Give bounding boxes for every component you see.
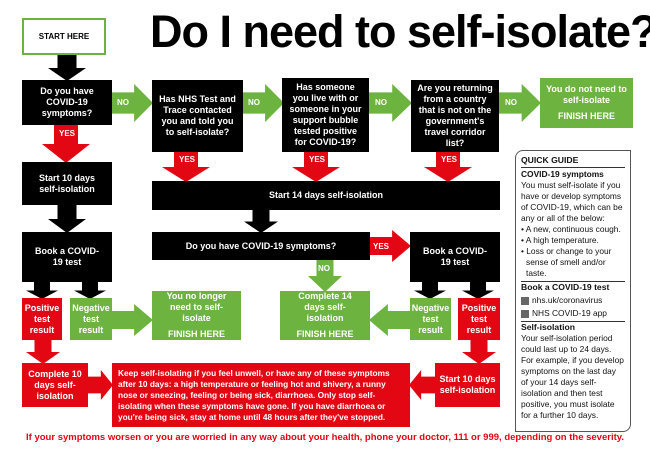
arrow-down — [462, 340, 496, 364]
q4-text: Are you returning from a country that is… — [417, 83, 493, 148]
no-label: NO — [248, 98, 260, 107]
q-test-trace-box: Has NHS Test and Trace contacted you and… — [152, 80, 243, 152]
arrow-down — [462, 282, 494, 299]
negative-left: Negative test result — [70, 298, 112, 340]
complete-10-box: Complete 10 days self-isolation — [22, 363, 88, 407]
negative-text: Negative test result — [72, 302, 110, 335]
start10-text: Start 10 days self-isolation — [38, 172, 96, 194]
q-travel-box: Are you returning from a country that is… — [411, 80, 499, 152]
yes-label: YES — [373, 242, 390, 251]
start-10-box: Start 10 days self-isolation — [22, 162, 112, 205]
keep-isolating-box: Keep self-isolating if you feel unwell, … — [112, 363, 410, 427]
q-symptoms-box: Do you have COVID-19 symptoms? — [22, 80, 112, 125]
symptoms-title: COVID-19 symptoms — [521, 169, 604, 179]
q3-text: Has someone you live with or someone in … — [289, 82, 362, 147]
link-nhs-app[interactable]: NHS COVID-19 app — [521, 308, 625, 319]
q1-text: Do you have COVID-19 symptoms? — [40, 86, 94, 118]
yes-label: YES — [309, 155, 326, 164]
yes-label: YES — [59, 129, 76, 138]
q-symptoms-text: Do you have COVID-19 symptoms? — [185, 240, 337, 251]
guide-heading: QUICK GUIDE — [521, 155, 625, 168]
arrow-down — [26, 340, 60, 364]
no-label: NO — [318, 264, 330, 273]
start10-right-text: Start 10 days self-isolation — [439, 374, 496, 395]
q2-text: Has NHS Test and Trace contacted you and… — [159, 94, 236, 137]
book-title: Book a COVID-19 test — [521, 281, 625, 293]
link-nhs-website[interactable]: nhs.uk/coronavirus — [521, 295, 625, 306]
q-household-box: Has someone you live with or someone in … — [282, 78, 369, 152]
mouse-pointer-icon — [521, 309, 529, 318]
page-title: Do I need to self-isolate? — [150, 6, 650, 57]
positive-text: Positive test result — [24, 302, 60, 335]
start-here-box: START HERE — [22, 18, 106, 55]
finish-label: FINISH HERE — [167, 329, 225, 339]
arrow-left — [369, 304, 411, 336]
no-label: NO — [505, 98, 517, 107]
book-test-text: Book a COVID-19 test — [34, 246, 99, 267]
negative-text: Negative test result — [411, 302, 450, 335]
arrow-down — [244, 210, 278, 233]
book-test-right: Book a COVID-19 test — [410, 232, 500, 282]
arrow-down — [26, 282, 58, 299]
symptom-item: • A high temperature. — [521, 235, 599, 245]
link-text: NHS COVID-19 app — [532, 308, 607, 318]
keep-text: Keep self-isolating if you feel unwell, … — [118, 367, 390, 422]
no-label: NO — [117, 98, 129, 107]
negative-right: Negative test result — [410, 298, 451, 340]
start14-text: Start 14 days self-isolation — [268, 190, 384, 200]
q-symptoms-bar: Do you have COVID-19 symptoms? — [152, 232, 370, 260]
complete10-text: Complete 10 days self-isolation — [28, 368, 82, 401]
iso-text: Your self-isolation period could last up… — [521, 333, 624, 420]
yes-label: YES — [441, 155, 458, 164]
link-text: nhs.uk/coronavirus — [532, 295, 603, 305]
book-test-left: Book a COVID-19 test — [22, 232, 112, 282]
arrow-down — [74, 282, 106, 299]
finish-label: FINISH HERE — [557, 111, 615, 121]
quick-guide: QUICK GUIDE COVID-19 symptoms You must s… — [515, 150, 631, 432]
iso-title: Self-isolation — [521, 321, 625, 333]
finish-label: FINISH HERE — [296, 329, 354, 339]
yes-label: YES — [179, 155, 196, 164]
arrow-down — [414, 282, 446, 299]
positive-right: Positive test result — [458, 298, 500, 340]
symptoms-intro: You must self-isolate if you have or dev… — [521, 180, 623, 223]
complete14-text: Complete 14 days self-isolation — [298, 291, 352, 323]
arrow-down — [48, 55, 86, 81]
symptom-item: • A new, continuous cough. — [521, 224, 621, 234]
positive-left: Positive test result — [22, 298, 62, 340]
no-need-text: You do not need to self-isolate — [546, 84, 627, 105]
arrow-left — [409, 370, 436, 400]
positive-text: Positive test result — [461, 302, 497, 335]
footer-warning: If your symptoms worsen or you are worri… — [26, 432, 624, 443]
start-14-bar: Start 14 days self-isolation — [152, 181, 500, 210]
symptom-item: • Loss or change to your sense of smell … — [521, 246, 612, 278]
arrow-right — [111, 304, 153, 336]
no-label: NO — [375, 98, 387, 107]
no-longer-text: You no longer need to self-isolate — [166, 291, 227, 323]
book-test-text: Book a COVID-19 test — [422, 246, 487, 267]
mouse-pointer-icon — [521, 296, 529, 305]
start-10-right-box: Start 10 days self-isolation — [435, 363, 500, 407]
arrow-right — [86, 370, 113, 400]
arrow-down — [48, 205, 86, 233]
